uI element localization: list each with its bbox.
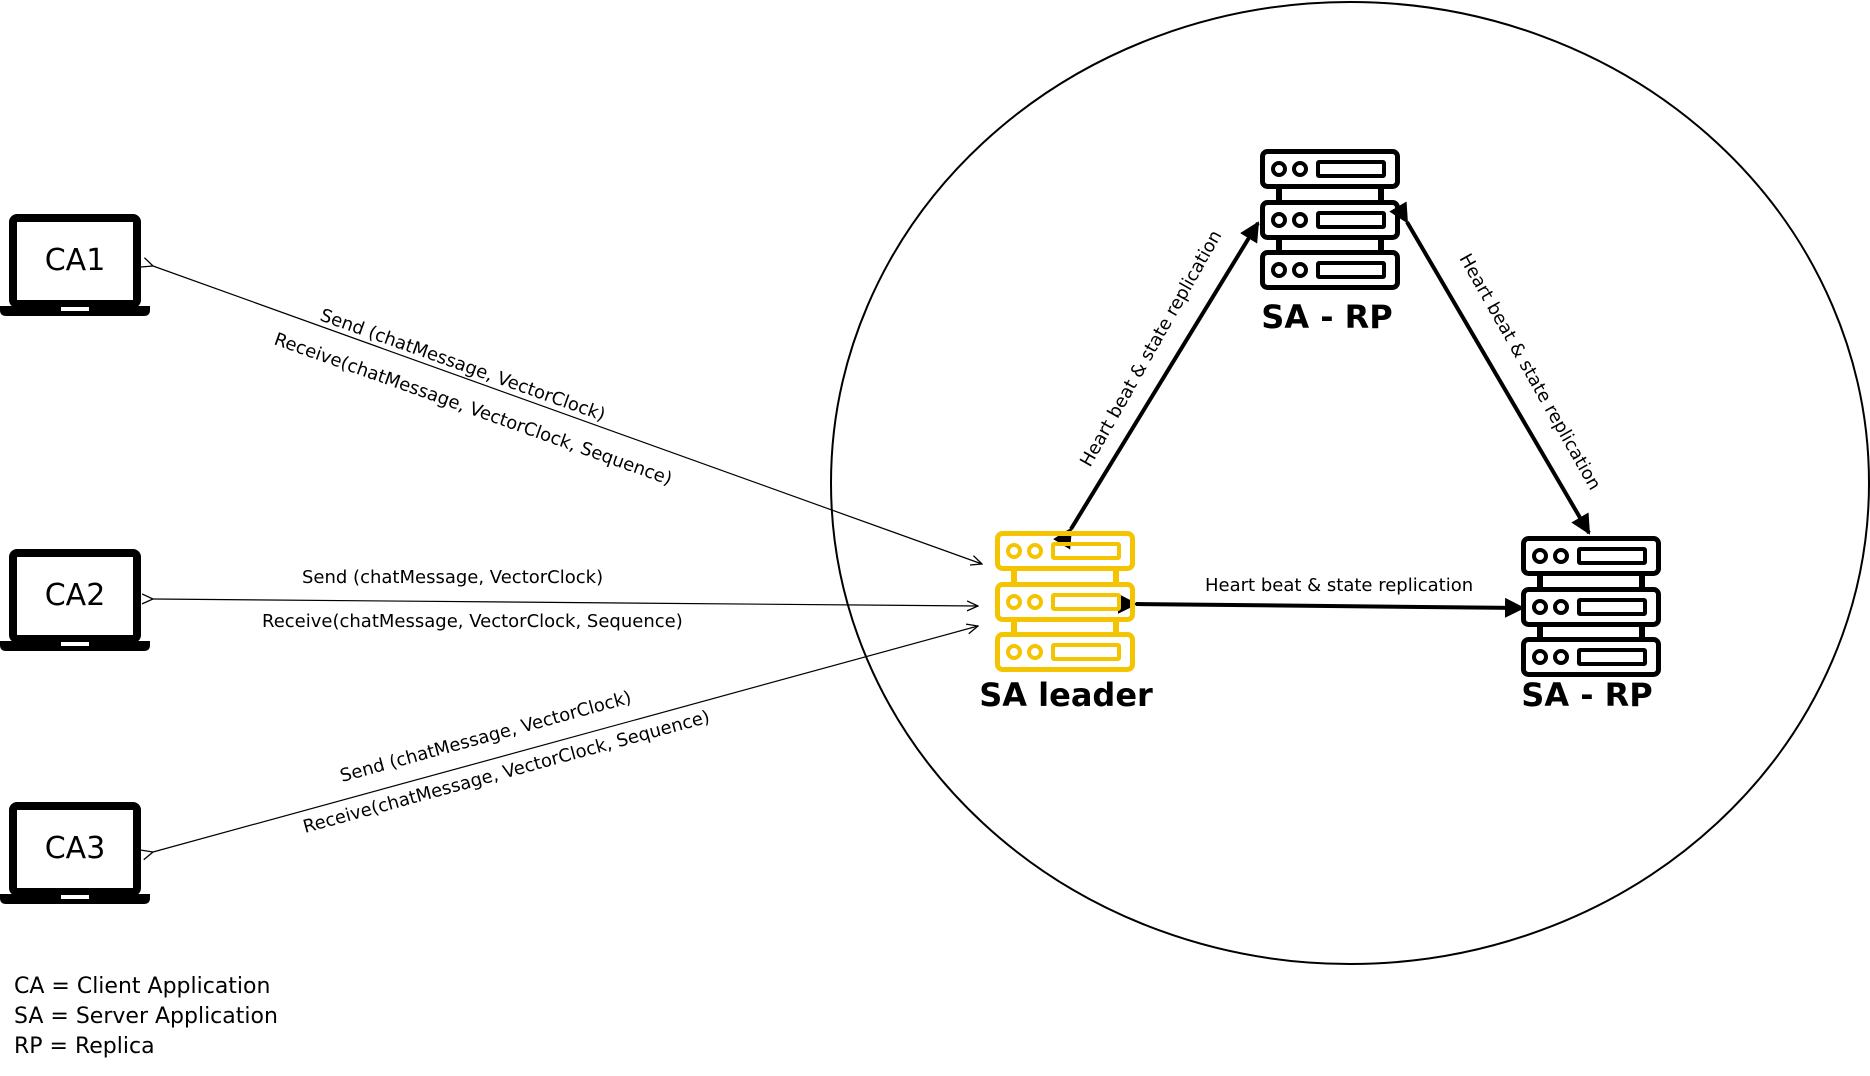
legend-item: CA = Client Application <box>14 974 270 999</box>
leader-top-label: Heart beat & state replication <box>1076 227 1226 471</box>
client-ca1[interactable]: CA1 <box>0 218 150 316</box>
legend: CA = Client Application SA = Server Appl… <box>14 974 278 1059</box>
ca2-leader-link <box>153 599 978 606</box>
ca3-leader-link <box>153 626 978 852</box>
ca1-leader-link <box>153 266 982 564</box>
leader-top-replica-link <box>1053 221 1260 550</box>
legend-item: SA = Server Application <box>14 1004 278 1029</box>
server-replica-right-label: SA - RP <box>1521 676 1652 714</box>
legend-item: RP = Replica <box>14 1034 155 1059</box>
client-label: CA1 <box>45 243 106 278</box>
server-replica-top[interactable]: SA - RP <box>1261 152 1397 337</box>
server-rack-icon <box>1524 539 1659 675</box>
client-label: CA3 <box>45 831 106 866</box>
client-ca3[interactable]: CA3 <box>0 806 150 904</box>
ca1-receive-label: Receive(chatMessage, VectorClock, Sequen… <box>271 329 674 490</box>
server-replica-right[interactable]: SA - RP <box>1521 539 1658 715</box>
server-replica-top-label: SA - RP <box>1261 298 1392 336</box>
ca2-send-label: Send (chatMessage, VectorClock) <box>302 567 603 588</box>
server-rack-icon <box>1263 152 1398 288</box>
server-cluster-boundary <box>830 1 1870 965</box>
top-right-replica-link <box>1389 201 1591 535</box>
client-ca2[interactable]: CA2 <box>0 553 150 651</box>
server-leader[interactable]: SA leader <box>979 534 1153 715</box>
ca2-receive-label: Receive(chatMessage, VectorClock, Sequen… <box>262 611 683 632</box>
leader-right-replica-link <box>1117 593 1525 618</box>
leader-right-label: Heart beat & state replication <box>1205 575 1473 596</box>
top-right-label: Heart beat & state replication <box>1455 250 1605 494</box>
client-label: CA2 <box>45 578 106 613</box>
server-leader-label: SA leader <box>979 676 1153 714</box>
server-rack-icon <box>998 534 1133 670</box>
